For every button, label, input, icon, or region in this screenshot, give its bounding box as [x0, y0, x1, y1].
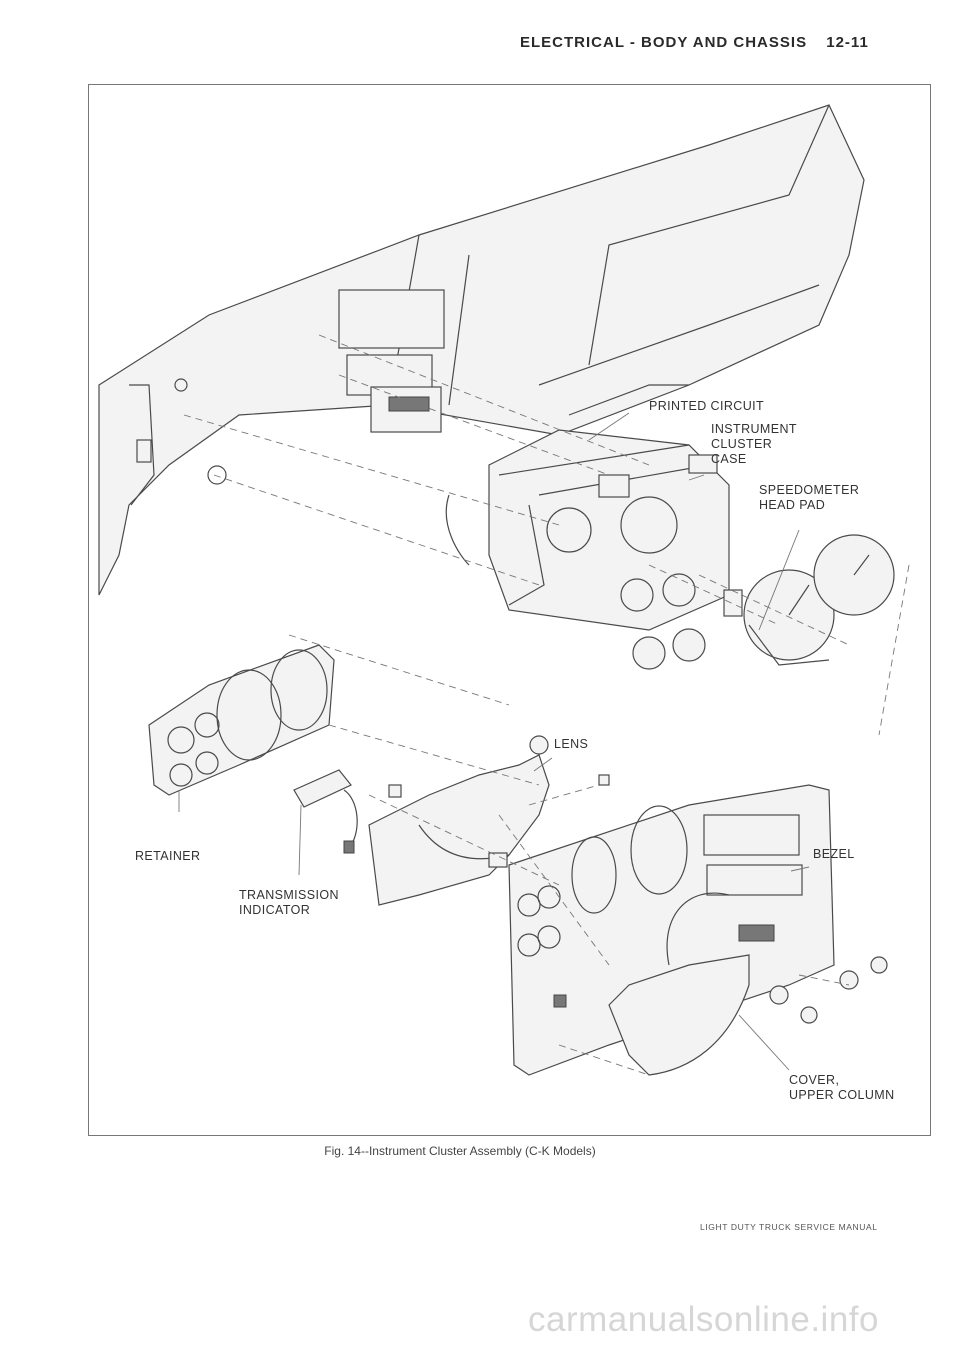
bezel — [508, 784, 888, 1076]
leader-lines — [178, 412, 810, 1071]
figure-frame: PRINTED CIRCUIT INSTRUMENT CLUSTER CASE … — [88, 84, 931, 1136]
callout-printed-circuit: PRINTED CIRCUIT — [649, 399, 765, 413]
instrument-cluster-drawing — [98, 104, 910, 1076]
dashboard — [98, 104, 865, 596]
callout-retainer: RETAINER — [135, 849, 201, 863]
callout-bezel: BEZEL — [813, 847, 855, 861]
exploded-view-guides — [183, 334, 910, 1076]
callout-cover: COVER, — [789, 1073, 840, 1087]
lens — [368, 735, 610, 906]
callout-indicator: INDICATOR — [239, 903, 311, 917]
transmission-indicator — [293, 769, 402, 854]
callout-transmission: TRANSMISSION — [239, 888, 339, 902]
retainer — [148, 644, 335, 796]
callout-upper-column: UPPER COLUMN — [789, 1088, 895, 1102]
callout-instrument: INSTRUMENT — [711, 422, 797, 436]
gauges — [620, 534, 895, 670]
section-title: ELECTRICAL - BODY AND CHASSIS — [520, 34, 808, 51]
page-header: ELECTRICAL - BODY AND CHASSIS 12-11 — [520, 34, 920, 51]
figure-caption-row: Fig. 14--Instrument Cluster Assembly (C-… — [0, 1144, 960, 1158]
callout-speedometer: SPEEDOMETER — [759, 483, 860, 497]
callout-lens: LENS — [554, 737, 589, 751]
figure-caption: Fig. 14--Instrument Cluster Assembly (C-… — [324, 1144, 596, 1158]
callout-case: CASE — [711, 452, 747, 466]
site-watermark: carmanualsonline.info — [528, 1300, 879, 1339]
callout-cluster: CLUSTER — [711, 437, 773, 451]
page-number: 12-11 — [826, 34, 869, 51]
upper-column-cover — [608, 892, 750, 1076]
callout-head-pad: HEAD PAD — [759, 498, 826, 512]
manual-title-footer: LIGHT DUTY TRUCK SERVICE MANUAL — [700, 1222, 878, 1232]
